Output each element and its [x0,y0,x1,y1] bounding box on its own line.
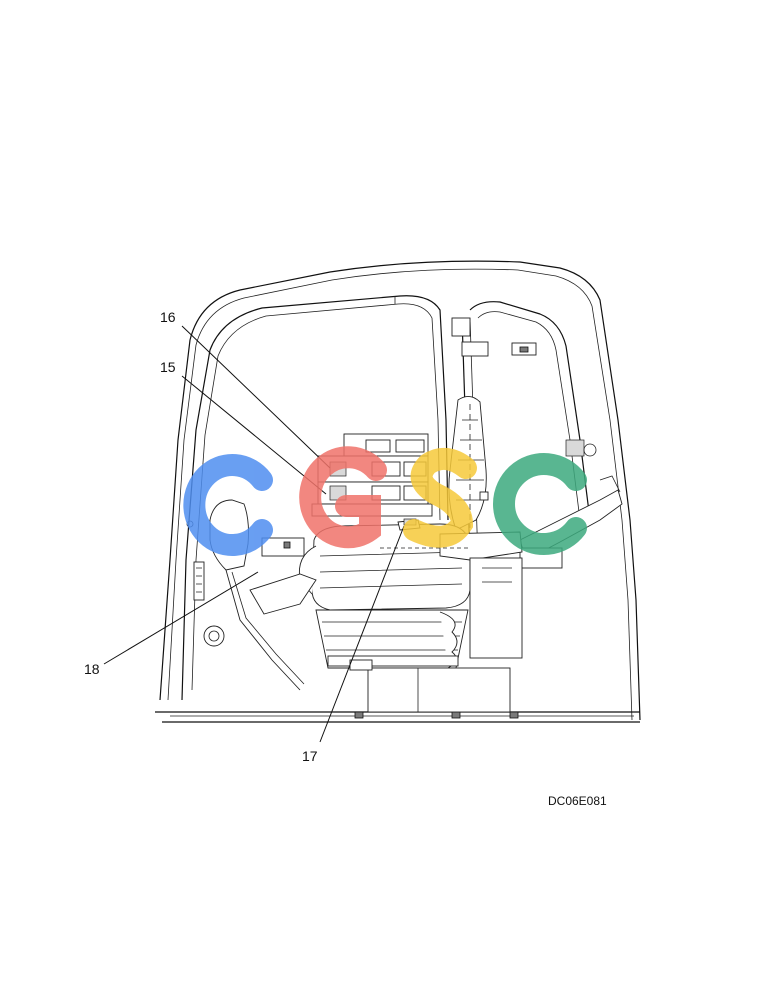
leader-lines [103,325,405,743]
figure-code: DC06E081 [548,794,607,808]
callout-15: 15 [160,359,176,375]
lower-storage-box [349,659,511,713]
leader-18 [103,571,259,665]
callout-16: 16 [160,309,176,325]
watermark-letter-c-blue [183,454,273,556]
rear-pillar [451,301,591,561]
leader-16 [181,325,331,469]
watermark [183,446,587,556]
callout-17: 17 [302,748,318,764]
leader-17 [319,525,405,743]
watermark-letter-c-green [493,453,587,555]
door-frame [181,295,449,701]
cab-floor [155,711,640,723]
callout-18: 18 [84,661,100,677]
watermark-letter-s-yellow [403,447,477,548]
leader-15 [181,375,327,495]
watermark-letter-g-red [299,446,387,549]
cab-outer-shell [159,260,641,721]
